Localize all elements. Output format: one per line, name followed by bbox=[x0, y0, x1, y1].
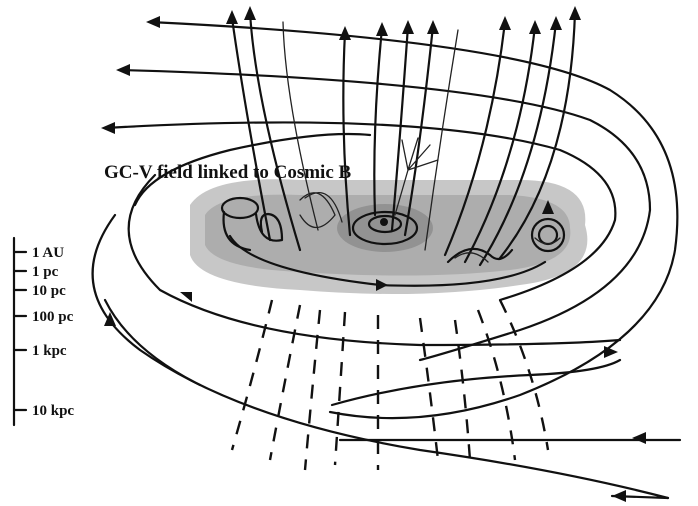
scale-tick-100pc: 100 pc bbox=[32, 309, 74, 325]
scale-tick-1pc: 1 pc bbox=[32, 264, 59, 280]
scale-bar: 1 AU 1 pc 10 pc 100 pc 1 kpc 10 kpc bbox=[12, 236, 74, 427]
halo-dashed-lines bbox=[230, 299, 550, 471]
scale-tick-10kpc: 10 kpc bbox=[32, 403, 74, 419]
vertical-field-lines bbox=[230, 10, 577, 267]
field-annotation: GC-V field linked to Cosmic B bbox=[104, 162, 352, 183]
field-arrowheads bbox=[101, 6, 646, 502]
scale-tick-1au: 1 AU bbox=[32, 245, 64, 261]
lower-field-lines bbox=[338, 438, 682, 500]
scale-tick-1kpc: 1 kpc bbox=[32, 343, 67, 359]
galactic-disk bbox=[190, 179, 588, 294]
outer-field-loops bbox=[91, 20, 679, 500]
disk-features bbox=[220, 137, 566, 264]
scale-tick-10pc: 10 pc bbox=[32, 283, 66, 299]
